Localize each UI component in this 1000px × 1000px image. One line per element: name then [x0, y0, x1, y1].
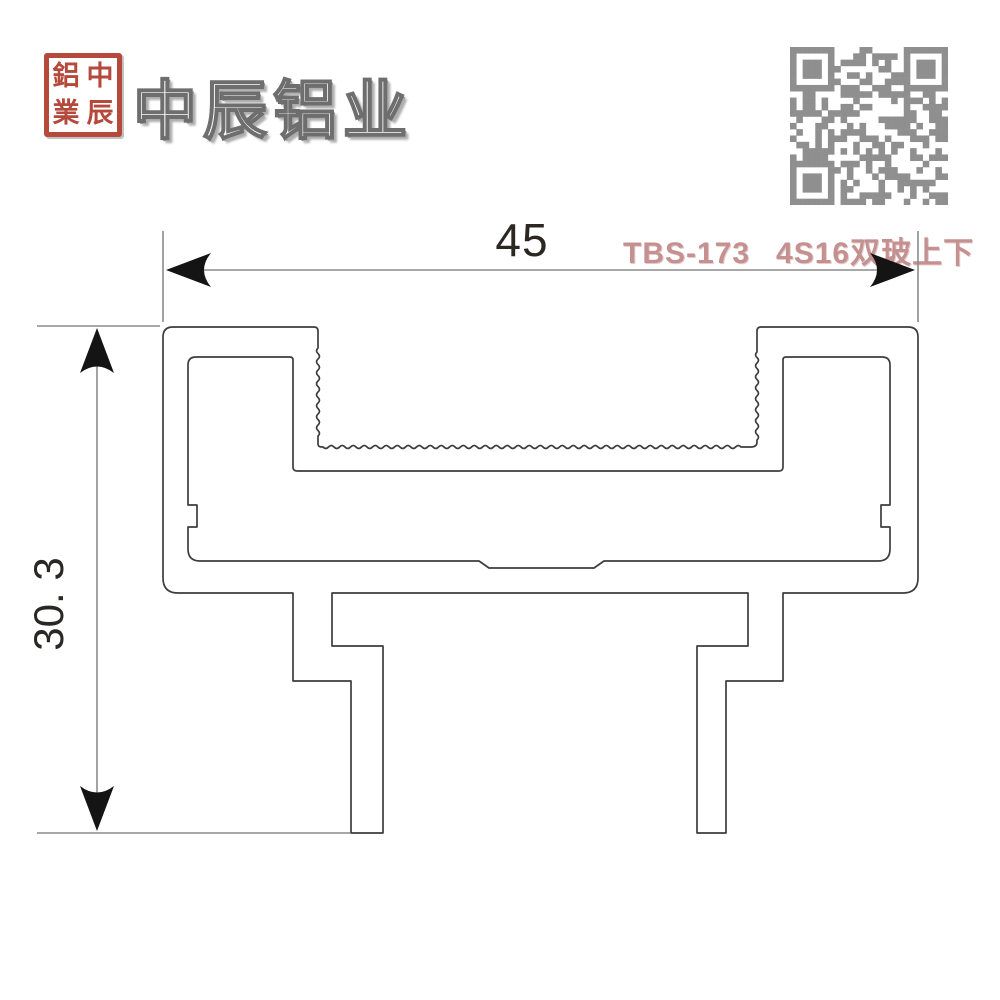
width-dimension-value: 45	[495, 214, 549, 266]
dimension-lines	[37, 231, 919, 834]
arrow-height-down	[80, 786, 114, 831]
product-model-label: TBS-173 4S16双玻上下	[623, 228, 974, 272]
seal-char-bottom-left: 業	[52, 98, 80, 128]
qr-code-icon	[790, 47, 948, 205]
seal-char-top-right: 中	[86, 61, 114, 91]
company-seal-logo: 鋁 中 業 辰	[44, 53, 122, 137]
seal-char-top-left: 鋁	[52, 61, 80, 91]
model-code-text: TBS-173	[623, 237, 751, 270]
company-name-title: 中辰铝业	[132, 74, 413, 148]
arrow-width-left	[166, 253, 211, 287]
arrow-width-right	[870, 253, 915, 287]
product-name-text: 4S16双玻上下	[776, 237, 975, 270]
profile-outer-outline	[162, 326, 919, 834]
profile-inner-cavity-outline	[187, 356, 891, 569]
dimension-arrows	[80, 253, 915, 831]
arrow-height-up	[80, 328, 114, 373]
seal-char-bottom-right: 辰	[86, 98, 114, 128]
